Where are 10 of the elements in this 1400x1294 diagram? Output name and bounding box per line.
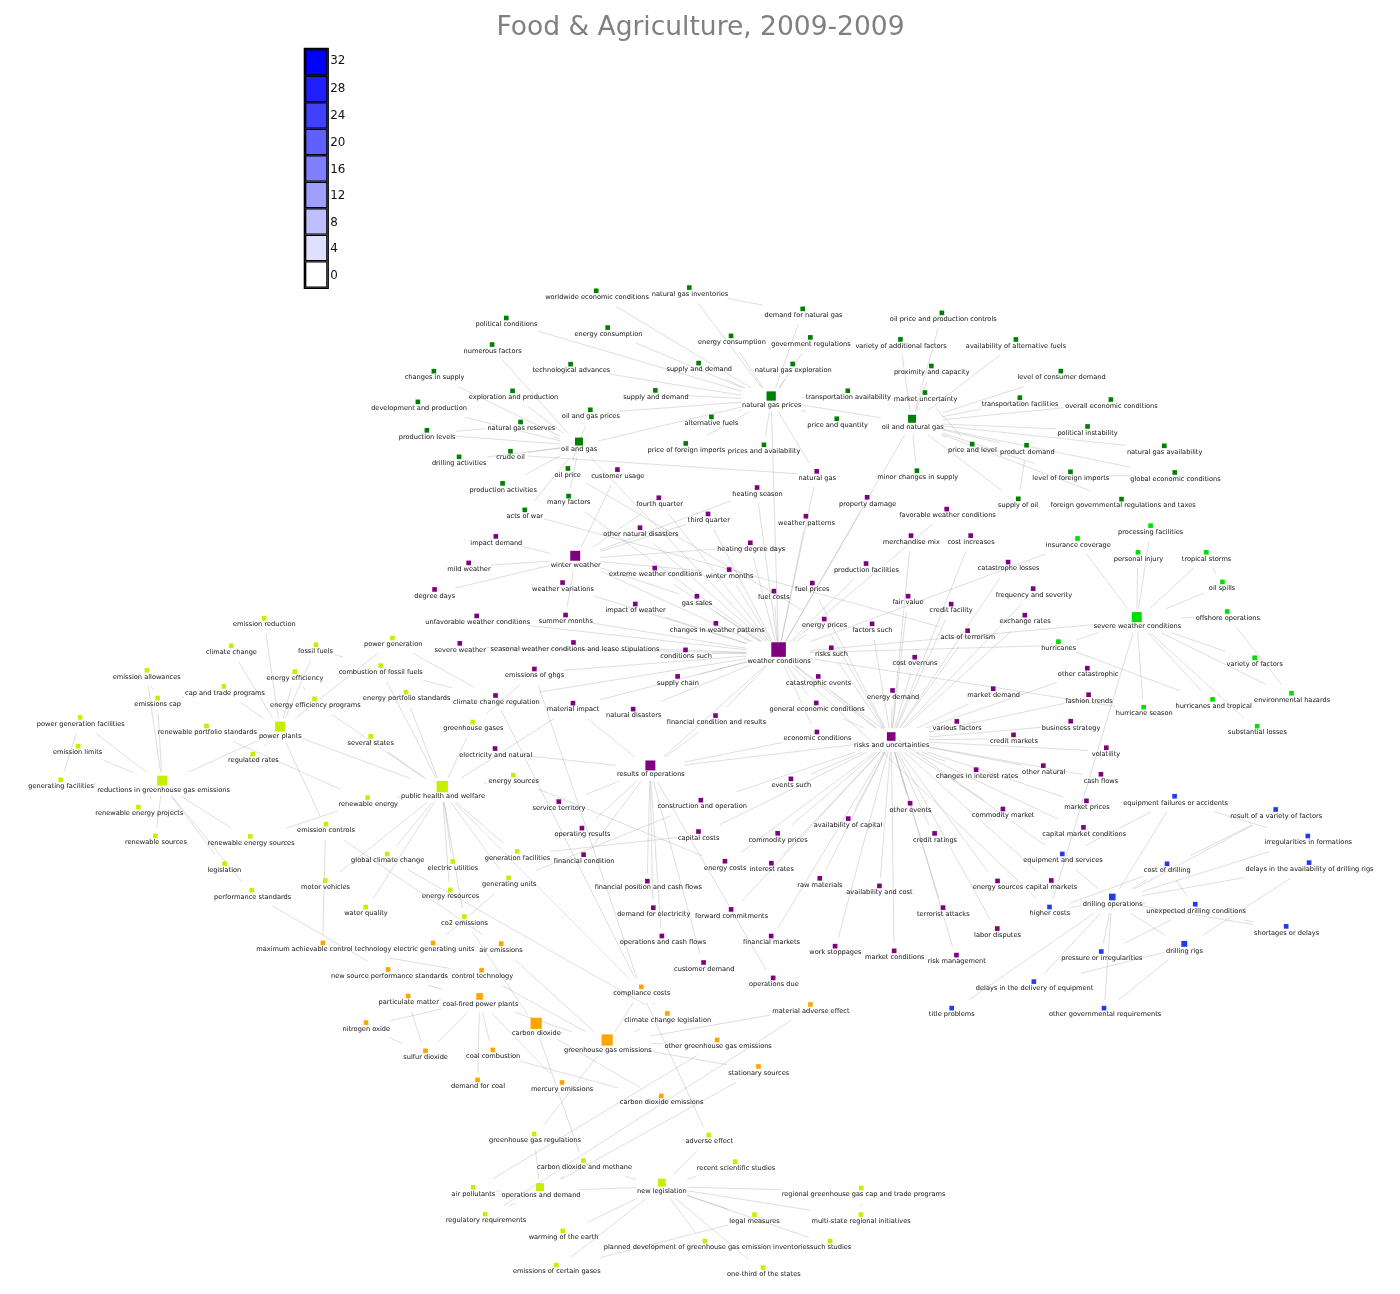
label: 24 xyxy=(329,107,345,122)
label: 0 xyxy=(329,267,338,282)
label: 4 xyxy=(329,241,338,256)
label: 20 xyxy=(329,134,345,149)
diagram-title: Food & Agriculture, 2009-2009 xyxy=(495,9,905,41)
label: 12 xyxy=(329,188,345,203)
label: 16 xyxy=(329,161,345,176)
label: 28 xyxy=(329,80,345,95)
label: 8 xyxy=(329,214,338,229)
label: 32 xyxy=(329,53,345,68)
